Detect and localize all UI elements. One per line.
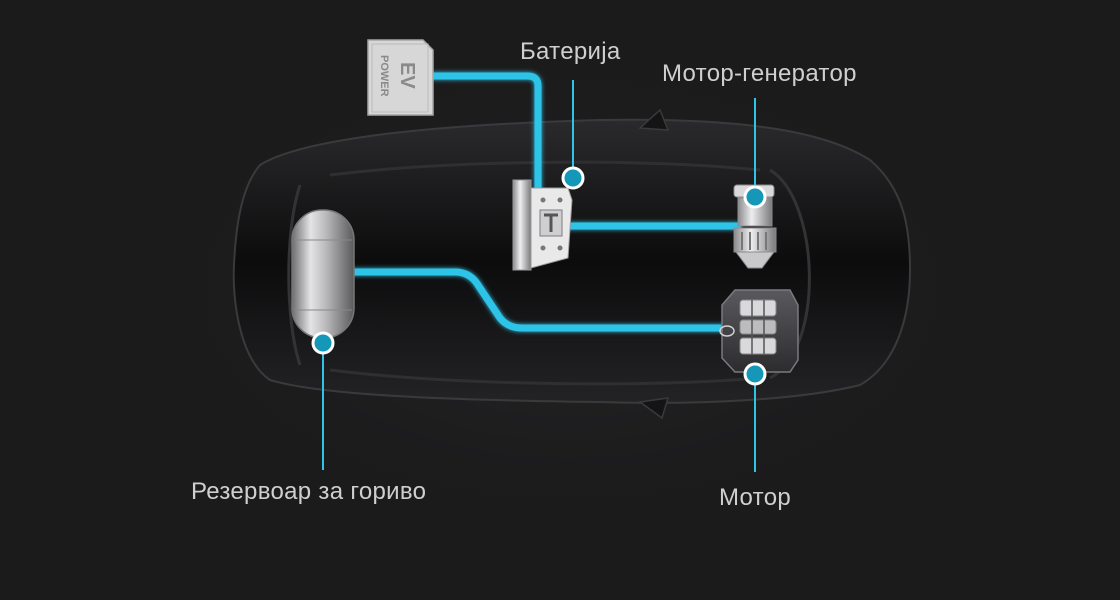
ev-power-module — [367, 39, 434, 116]
engine-unit — [719, 289, 799, 373]
battery-unit — [512, 179, 573, 271]
ev-badge-subtext: POWER — [378, 55, 390, 97]
callout-markers — [311, 166, 767, 386]
callout-lines — [322, 80, 756, 472]
battery-label: Батерија — [520, 38, 621, 65]
ev-to-battery-line — [429, 72, 542, 194]
fuel-tank-unit — [291, 209, 355, 339]
ev-badge-text: EV — [396, 62, 418, 89]
connection-lines — [348, 72, 742, 332]
tank-marker — [311, 331, 335, 355]
generator-marker — [743, 185, 767, 209]
fuel-tank-label: Резервоар за гориво — [191, 478, 427, 505]
battery-marker — [561, 166, 585, 190]
engine-marker — [743, 362, 767, 386]
engine-label: Мотор — [719, 484, 791, 511]
motor-generator-label: Мотор-генератор — [662, 60, 857, 87]
tank-to-engine-line — [348, 268, 726, 332]
